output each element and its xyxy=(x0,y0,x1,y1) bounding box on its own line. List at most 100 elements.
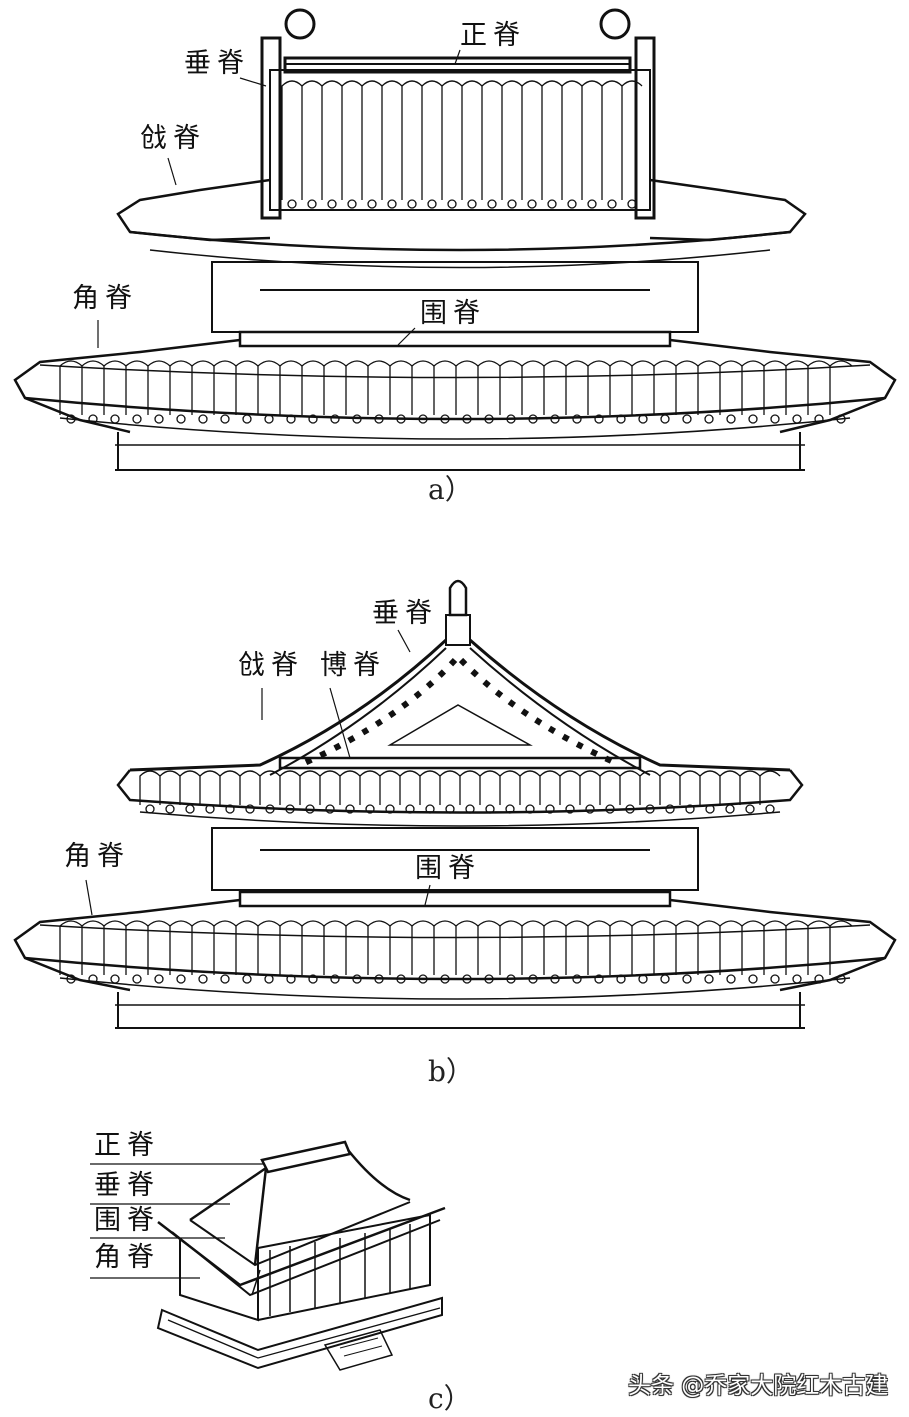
tile-end-cap xyxy=(445,804,455,814)
tile-end-cap xyxy=(462,974,472,984)
roof-tile-column xyxy=(501,80,523,200)
tile-end-cap xyxy=(305,804,315,814)
label-vertical-ridge-b: 垂脊 xyxy=(372,598,438,629)
roof-tile-column xyxy=(433,360,457,415)
roof-tile-column xyxy=(455,920,479,975)
tile-end-cap xyxy=(625,804,635,814)
roof-tile-column xyxy=(257,360,281,415)
tile-end-cap xyxy=(198,414,208,424)
tile-end-cap xyxy=(682,414,692,424)
tile-end-cap xyxy=(587,199,597,209)
roof-tile-column xyxy=(125,920,149,975)
roof-tile-column xyxy=(281,80,303,200)
label-main-ridge-a: 正脊 xyxy=(460,20,526,51)
roof-tile-column xyxy=(389,920,413,975)
roof-tile-column xyxy=(653,360,677,415)
label-corner-ridge-a: 角脊 xyxy=(72,283,138,314)
tile-end-cap xyxy=(484,414,494,424)
roof-tile-column xyxy=(139,770,161,805)
roof-tile-column xyxy=(559,770,581,805)
roof-tile-column xyxy=(125,360,149,415)
roof-tile-column xyxy=(741,360,765,415)
roof-tile-column xyxy=(499,360,523,415)
tile-end-cap xyxy=(308,974,318,984)
roof-tile-column xyxy=(179,770,201,805)
tile-end-cap xyxy=(507,199,517,209)
roof-tile-column xyxy=(785,360,809,415)
roof-tile-column xyxy=(631,360,655,415)
vertical-ridge-left xyxy=(260,36,282,220)
tile-end-cap xyxy=(285,804,295,814)
tile-end-cap xyxy=(132,974,142,984)
roof-tile-column xyxy=(543,360,567,415)
tile-end-cap xyxy=(66,414,76,424)
vertical-ridge-left-b xyxy=(129,638,448,772)
tile-end-cap xyxy=(425,804,435,814)
leader-main-ridge-a xyxy=(454,49,461,65)
tile-end-cap xyxy=(265,804,275,814)
tile-end-cap xyxy=(836,414,846,424)
roof-tile-column xyxy=(829,360,853,415)
roof-tile-column xyxy=(279,770,301,805)
tile-end-cap xyxy=(506,414,516,424)
gable-scallop xyxy=(298,657,622,768)
tile-end-cap xyxy=(418,414,428,424)
roof-tile-column xyxy=(759,770,781,805)
upper-eave-right xyxy=(649,178,807,242)
roof-tile-column xyxy=(609,920,633,975)
roof-tile-column xyxy=(279,360,303,415)
tile-end-cap xyxy=(367,199,377,209)
roof-tile-column xyxy=(807,360,831,415)
roof-tile-column xyxy=(401,80,423,200)
roof-tile-column xyxy=(421,80,443,200)
tile-end-cap xyxy=(264,414,274,424)
roof-tile-column xyxy=(257,920,281,975)
roof-tile-column xyxy=(381,80,403,200)
roof-tile-column xyxy=(459,770,481,805)
tile-end-cap xyxy=(286,414,296,424)
label-ridge-ji-b: 戗脊 xyxy=(238,650,304,681)
tile-end-cap xyxy=(506,974,516,984)
tile-end-cap xyxy=(836,974,846,984)
tile-end-cap xyxy=(550,414,560,424)
roof-tile-column xyxy=(675,920,699,975)
tile-end-cap xyxy=(770,974,780,984)
roof-tile-column xyxy=(719,360,743,415)
leader-gable-ridge-b xyxy=(329,687,351,759)
roof-tile-column xyxy=(587,920,611,975)
roof-finial xyxy=(448,579,468,617)
roof-tile-column xyxy=(81,920,105,975)
roof-tile-column xyxy=(213,920,237,975)
tile-end-cap xyxy=(345,804,355,814)
roof-tile-column xyxy=(411,920,435,975)
tile-end-cap xyxy=(198,974,208,984)
roof-tile-column xyxy=(419,770,441,805)
roof-tile-column xyxy=(323,360,347,415)
tile-end-cap xyxy=(545,804,555,814)
tile-end-cap xyxy=(682,974,692,984)
tile-end-cap xyxy=(572,974,582,984)
roof-tile-column xyxy=(455,360,479,415)
roof-tile-column xyxy=(653,920,677,975)
roof-tile-column xyxy=(679,770,701,805)
roof-tile-column xyxy=(631,920,655,975)
roof-tile-column xyxy=(191,360,215,415)
tile-end-cap xyxy=(638,414,648,424)
tile-end-cap xyxy=(352,974,362,984)
tile-end-cap xyxy=(792,974,802,984)
tile-end-cap xyxy=(165,804,175,814)
tile-end-cap xyxy=(185,804,195,814)
tile-end-cap xyxy=(525,804,535,814)
roof-tile-column xyxy=(259,770,281,805)
gable-triangle xyxy=(387,704,533,746)
roof-tile-column xyxy=(103,920,127,975)
roof-tile-column xyxy=(379,770,401,805)
label-main-ridge-c: 正脊 xyxy=(94,1130,160,1161)
leader-vertical-ridge-b xyxy=(397,629,411,653)
roof-tile-column xyxy=(719,920,743,975)
leader-corner-ridge-b xyxy=(85,879,93,916)
tile-end-cap xyxy=(327,199,337,209)
roof-tile-column xyxy=(621,80,643,200)
caption-b: b） xyxy=(428,1055,474,1088)
tile-end-cap xyxy=(110,414,120,424)
